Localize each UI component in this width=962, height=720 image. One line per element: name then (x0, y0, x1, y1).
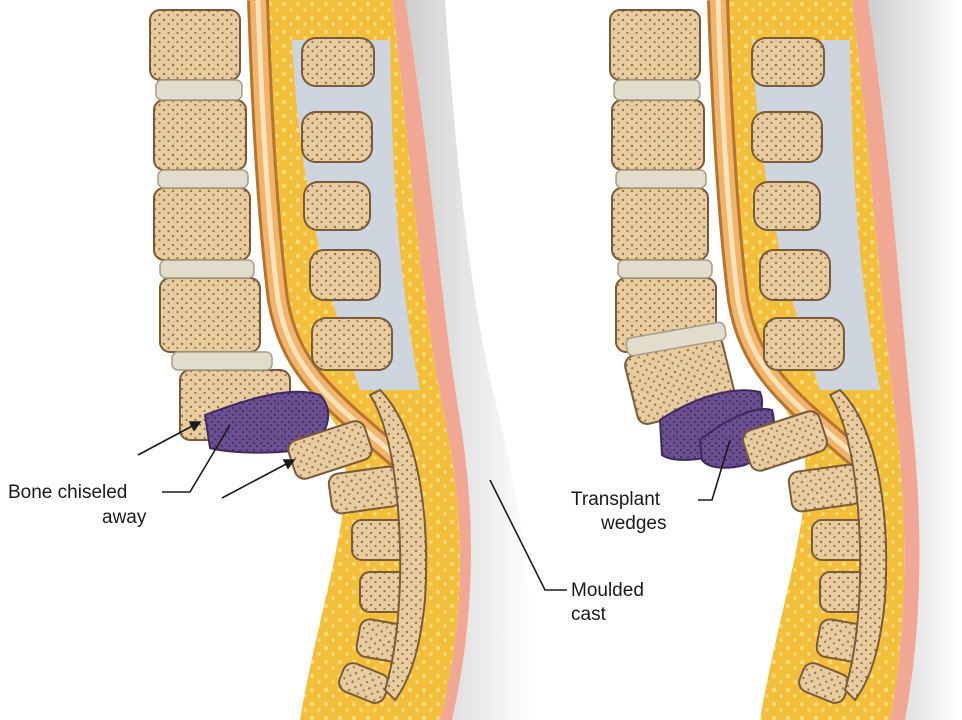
left-spine-panel (138, 0, 567, 720)
moulded-cast-label-line1: Moulded (571, 580, 644, 602)
right-spine-panel (610, 0, 962, 720)
moulded-cast-label-line2: cast (571, 604, 606, 626)
transplant-wedges-label-line2: wedges (601, 513, 667, 535)
transplant-wedges-label-line1: Transplant (571, 489, 660, 511)
bone-chiseled-label-line2: away (102, 507, 146, 529)
bone-chiseled-label-line1: Bone chiseled (8, 482, 127, 504)
